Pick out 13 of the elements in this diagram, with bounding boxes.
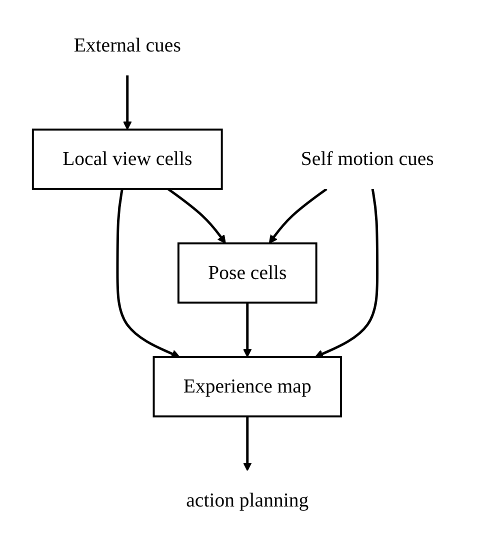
arrow bbox=[122, 75, 132, 130]
arrow bbox=[167, 188, 226, 244]
node-text: action planning bbox=[186, 490, 308, 512]
node-box: Pose cells bbox=[177, 242, 318, 304]
node-text: Self motion cues bbox=[300, 148, 434, 170]
arrow bbox=[242, 302, 252, 358]
arrow bbox=[242, 416, 252, 472]
arrow bbox=[314, 188, 378, 358]
arrow bbox=[116, 188, 180, 358]
node-box: Local view cells bbox=[32, 128, 223, 190]
node-text: External cues bbox=[74, 34, 181, 56]
node-box: Experience map bbox=[152, 356, 342, 418]
arrow bbox=[268, 188, 328, 244]
